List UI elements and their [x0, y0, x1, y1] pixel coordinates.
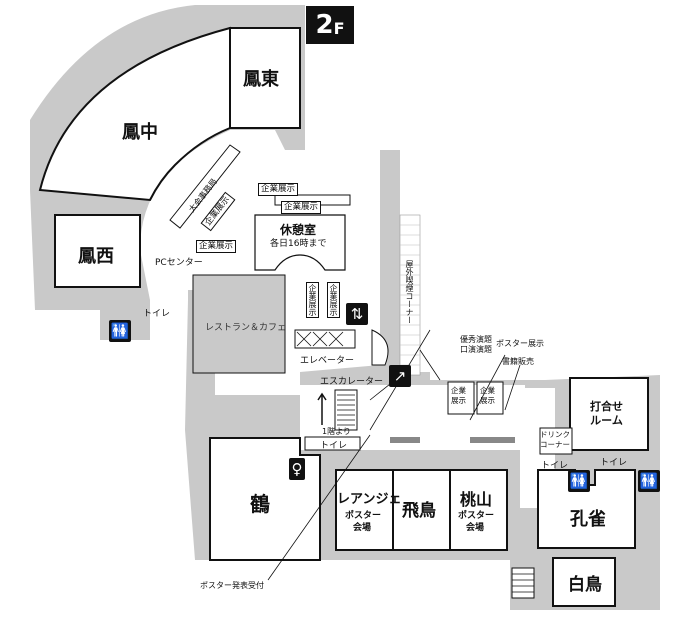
- tag-kigyo-1: 企業展示: [258, 183, 299, 196]
- label-toilet-west: トイレ: [143, 309, 171, 319]
- label-momoyama-sub1: ポスター: [458, 511, 495, 521]
- booth-1-label: 企業 展示: [451, 386, 466, 405]
- label-kyukei: 休憩室: [280, 223, 317, 237]
- restroom-icon: 🚻: [638, 470, 660, 492]
- label-hochu: 鳳中: [122, 122, 158, 143]
- smoking-hatch: [400, 224, 420, 366]
- escalator-steps: [337, 394, 355, 426]
- room-kyukei: [254, 214, 346, 271]
- stairs-spiral: [371, 329, 389, 366]
- label-okugai: 屋外喫煙コーナー: [405, 260, 414, 324]
- room-leangier: [335, 469, 394, 551]
- toilet-tsuru-box: [304, 436, 361, 451]
- stairs-south: [511, 567, 535, 599]
- label-elevator: エレベーター: [300, 356, 355, 366]
- taikai-desk: [169, 144, 241, 229]
- elevator-icon: ⇅: [346, 303, 368, 325]
- escalator-icon: ↗: [389, 365, 411, 387]
- label-yushu: 優秀演題: [460, 335, 492, 344]
- tag-kigyo-2: 企業展示: [281, 201, 322, 214]
- room-hosei: [54, 214, 141, 288]
- label-poster-desk: ポスター発表受付: [200, 581, 264, 590]
- label-leangier-sub1: ポスター: [345, 511, 382, 521]
- label-momoyama-sub2: 会場: [466, 523, 485, 533]
- female-icon: ♀: [289, 458, 305, 480]
- label-shoseki: 書籍販売: [502, 357, 534, 366]
- room-uchiawase: [569, 377, 649, 451]
- floor-suffix: F: [333, 18, 345, 38]
- label-escalator: エスカレーター: [320, 377, 384, 387]
- room-asuka: [392, 469, 451, 551]
- drink-corner: [539, 427, 573, 455]
- label-from-1f: 1階より: [322, 427, 351, 436]
- label-asuka: 飛鳥: [402, 501, 436, 521]
- elevator-cross: [296, 331, 344, 347]
- label-uchiawase: 打合せ ルーム: [590, 400, 623, 427]
- label-toilet-east1: トイレ: [541, 461, 569, 471]
- label-drink: ドリンク コーナー: [540, 430, 570, 449]
- booth-1: [447, 381, 475, 415]
- label-hosei: 鳳西: [78, 246, 114, 267]
- label-restaurant: レストラン＆カフェ: [205, 323, 287, 333]
- label-poster-exhibit: ポスター展示: [496, 339, 544, 348]
- tag-kigyo-6: 企業展示: [327, 282, 340, 318]
- label-toilet-tsuru: トイレ: [320, 441, 348, 451]
- room-hakucho: [552, 557, 616, 607]
- room-momoyama: [449, 469, 508, 551]
- booth-2: [476, 381, 504, 415]
- label-hakucho: 白鳥: [568, 575, 602, 595]
- restroom-icon: 🚻: [109, 320, 131, 342]
- label-koen: 口演演題: [460, 345, 492, 354]
- floor-number: 2: [315, 10, 334, 40]
- arrow-up-icon: [317, 392, 327, 425]
- room-restaurant: [192, 274, 286, 374]
- tag-kigyo-5: 企業展示: [306, 282, 319, 318]
- label-momoyama: 桃山: [460, 490, 493, 509]
- stairs-south-steps: [512, 573, 534, 593]
- restroom-icon: 🚻: [568, 470, 590, 492]
- label-tsuru: 鶴: [250, 492, 270, 516]
- tag-kigyo-3: 企業展示: [196, 240, 237, 253]
- poster-board-1: [390, 437, 420, 443]
- label-pc-center: PCセンター: [155, 258, 203, 268]
- poster-board-2: [470, 437, 515, 443]
- label-kujaku: 孔雀: [570, 509, 606, 530]
- label-leangier-sub2: 会場: [353, 523, 372, 533]
- room-hoto: [229, 27, 301, 129]
- label-toilet-east2: トイレ: [600, 458, 628, 468]
- booth-2-label: 企業 展示: [480, 386, 495, 405]
- label-leangier: レアンジェ: [337, 492, 402, 507]
- label-kyukei-hours: 各日16時まで: [270, 239, 327, 249]
- label-hoto: 鳳東: [243, 69, 279, 90]
